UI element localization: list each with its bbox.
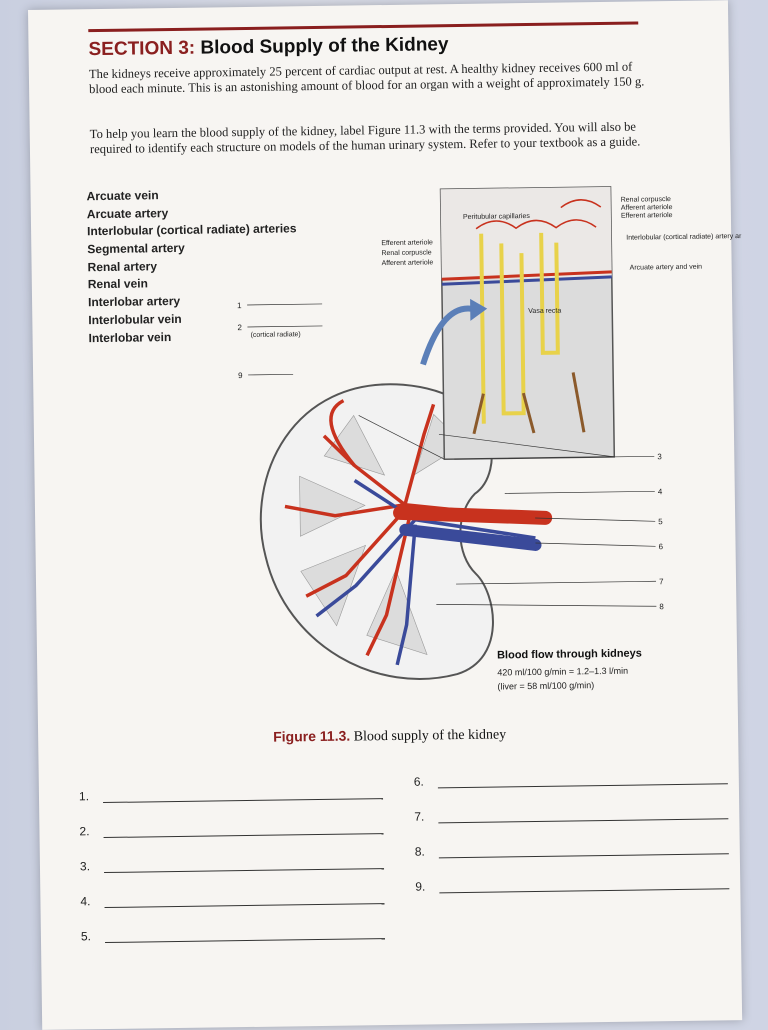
answer-row-6: 6. — [413, 770, 728, 789]
answer-line-9[interactable] — [439, 887, 730, 894]
section-rule — [88, 21, 639, 33]
renal-vein-trunk — [399, 523, 542, 551]
label-arcuate-right: Arcuate artery and vein — [630, 264, 703, 272]
callout-6: 6 — [658, 542, 663, 551]
label-cortical-radiate: (cortical radiate) — [251, 331, 301, 339]
answer-row-3: 3. — [79, 855, 385, 874]
answer-number-8: 8. — [414, 844, 425, 859]
answer-number-7: 7. — [414, 809, 425, 824]
answer-number-5: 5. — [80, 929, 92, 944]
zoom-arrow — [420, 305, 473, 366]
label-vasa-recta: Vasa recta — [528, 308, 561, 315]
section-label: SECTION 3: — [88, 37, 196, 61]
callout-5: 5 — [658, 517, 663, 526]
label-efferent-right: Efferent arteriole — [621, 212, 673, 220]
answer-row-4: 4. — [80, 890, 385, 909]
label-afferent-right: Afferent arteriole — [621, 204, 673, 212]
inset-collecting-ducts — [472, 372, 586, 435]
callout-2: 2 — [237, 323, 242, 332]
label-renal-corpuscle-left: Renal corpuscle — [381, 249, 431, 257]
figure-caption-label: Figure 11.3. — [273, 727, 351, 745]
callout-8: 8 — [659, 602, 664, 611]
answer-line-4[interactable] — [104, 902, 385, 909]
renal-artery-trunk — [393, 505, 553, 525]
inset-arcuate-artery — [441, 270, 612, 281]
blood-flow-line2: (liver = 58 ml/100 g/min) — [497, 680, 594, 691]
callout-1: 1 — [237, 301, 242, 310]
blood-flow-line1: 420 ml/100 g/min = 1.2–1.3 l/min — [497, 666, 628, 678]
renal-pyramids — [299, 413, 465, 655]
callout-9: 9 — [238, 371, 243, 380]
answer-number-6: 6. — [413, 774, 424, 789]
answer-line-2[interactable] — [103, 832, 384, 839]
callout-7: 7 — [659, 577, 664, 586]
answer-line-3[interactable] — [104, 867, 385, 874]
answer-line-5[interactable] — [105, 937, 386, 944]
answer-number-3: 3. — [79, 859, 91, 874]
answer-line-7[interactable] — [438, 817, 729, 824]
answer-row-2: 2. — [79, 820, 384, 839]
figure-caption: Figure 11.3. Blood supply of the kidney — [273, 725, 506, 746]
inset-tubules — [479, 232, 560, 424]
callout-lines — [247, 303, 657, 607]
inset-vessels — [475, 199, 602, 230]
answer-row-5: 5. — [80, 925, 386, 944]
answer-line-6[interactable] — [437, 782, 728, 789]
answer-number-1: 1. — [78, 789, 90, 804]
label-interlobular-right: Interlobular (cortical radiate) artery a… — [626, 233, 748, 242]
answer-number-4: 4. — [80, 894, 91, 909]
inset-arcuate-vein — [441, 275, 612, 286]
label-efferent-left: Efferent arteriole — [381, 239, 433, 247]
zoom-lines — [358, 415, 615, 460]
callout-3: 3 — [657, 452, 662, 461]
answer-line-8[interactable] — [438, 852, 729, 859]
answer-row-7: 7. — [414, 805, 729, 824]
section-heading: SECTION 3: Blood Supply of the Kidney — [88, 34, 448, 61]
kidney-figure: Peritubular capillaries Efferent arterio… — [237, 186, 748, 692]
label-renal-corpuscle-right: Renal corpuscle — [621, 196, 671, 204]
figure-caption-text: Blood supply of the kidney — [353, 727, 507, 745]
worksheet-page: SECTION 3: Blood Supply of the Kidney Th… — [28, 0, 748, 1030]
section-title: Blood Supply of the Kidney — [200, 34, 449, 59]
instructions-paragraph: To help you learn the blood supply of th… — [89, 119, 641, 157]
callout-4: 4 — [658, 487, 663, 496]
zoom-arrowhead — [470, 298, 488, 321]
blood-flow-note: Blood flow through kidneys 420 ml/100 g/… — [497, 647, 642, 691]
label-afferent-left: Afferent arteriole — [382, 259, 434, 267]
answer-number-2: 2. — [79, 824, 90, 839]
answer-row-8: 8. — [414, 840, 729, 859]
label-peritubular: Peritubular capillaries — [463, 213, 531, 221]
answer-row-9: 9. — [415, 875, 730, 894]
answer-number-9: 9. — [415, 879, 426, 894]
answer-row-1: 1. — [78, 785, 384, 804]
intro-paragraph: The kidneys receive approximately 25 per… — [88, 59, 645, 97]
blood-flow-title: Blood flow through kidneys — [497, 647, 642, 661]
answer-line-1[interactable] — [103, 797, 384, 804]
